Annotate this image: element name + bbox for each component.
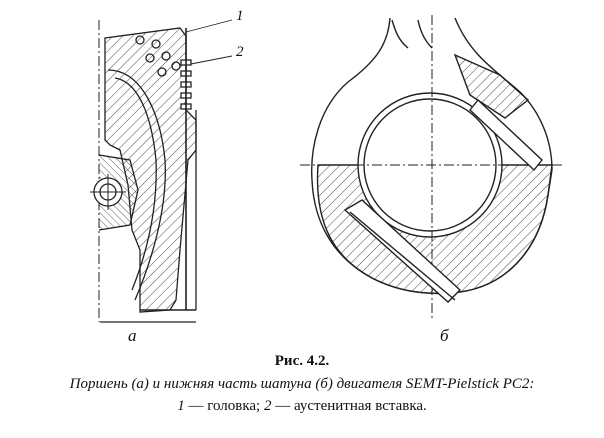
subfigure-label-b: б bbox=[440, 326, 449, 345]
conrod-drawing bbox=[300, 15, 565, 320]
legend-text-2: — аустенитная вставка. bbox=[271, 398, 427, 414]
cooling-hole bbox=[145, 53, 155, 63]
callout-1: 1 bbox=[236, 8, 244, 24]
cooling-hole bbox=[161, 51, 171, 61]
figure-caption-title: Рис. 4.2. bbox=[274, 353, 330, 369]
cooling-hole bbox=[171, 61, 181, 71]
cooling-hole bbox=[151, 39, 161, 49]
legend-text-1: — головка; bbox=[184, 398, 264, 414]
figure-caption-line1: Поршень (а) и нижняя часть шатуна (б) дв… bbox=[69, 376, 535, 392]
legend-num-1: 1 bbox=[177, 398, 185, 414]
technical-drawing bbox=[90, 15, 565, 323]
figure-caption-line2: 1 — головка; 2 — аустенитная вставка. bbox=[0, 398, 604, 415]
cooling-hole bbox=[135, 35, 145, 45]
subfigure-label-a: а bbox=[128, 326, 137, 345]
piston-drawing bbox=[90, 19, 233, 323]
legend-num-2: 2 bbox=[263, 398, 272, 414]
cooling-hole bbox=[157, 67, 167, 77]
conrod-bolt bbox=[343, 199, 462, 303]
callout-2: 2 bbox=[236, 44, 244, 60]
leader-1 bbox=[185, 19, 233, 33]
leader-2 bbox=[190, 55, 233, 65]
